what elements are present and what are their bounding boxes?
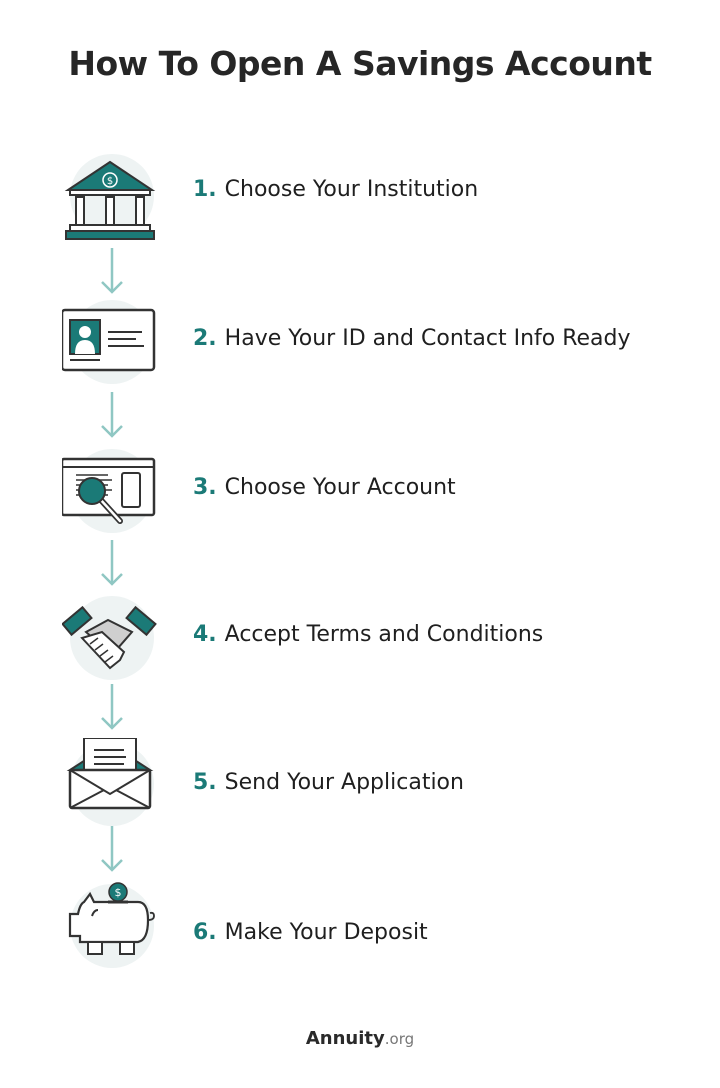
step-label: 2. Have Your ID and Contact Info Ready: [193, 326, 631, 351]
piggy-bank-icon: $: [62, 880, 158, 976]
step-number: 1.: [193, 177, 217, 202]
step-number: 4.: [193, 622, 217, 647]
magnifier-document-icon: [62, 445, 158, 541]
svg-text:$: $: [115, 886, 122, 899]
id-card-icon: [62, 296, 158, 392]
step-label: 3. Choose Your Account: [193, 475, 456, 500]
step-2: 2. Have Your ID and Contact Info Ready: [0, 296, 720, 396]
svg-text:$: $: [107, 176, 113, 187]
step-text: Have Your ID and Contact Info Ready: [224, 326, 631, 351]
arrow-down-icon: [101, 684, 123, 730]
handshake-icon: [62, 592, 158, 688]
step-text: Accept Terms and Conditions: [224, 622, 544, 647]
step-text: Choose Your Institution: [224, 177, 479, 202]
brand-tld: .org: [384, 1030, 415, 1048]
step-text: Make Your Deposit: [224, 920, 428, 945]
step-6: $ 6. Make Your Deposit: [0, 880, 720, 980]
step-label: 5. Send Your Application: [193, 770, 464, 795]
step-5: 5. Send Your Application: [0, 738, 720, 838]
bank-icon: $: [62, 150, 158, 246]
arrow-down-icon: [101, 248, 123, 294]
brand-logo: Annuity.org: [0, 1028, 720, 1049]
step-label: 6. Make Your Deposit: [193, 920, 428, 945]
step-number: 5.: [193, 770, 217, 795]
arrow-down-icon: [101, 826, 123, 872]
page-title: How To Open A Savings Account: [68, 44, 652, 83]
step-3: 3. Choose Your Account: [0, 445, 720, 545]
step-number: 3.: [193, 475, 217, 500]
step-label: 1. Choose Your Institution: [193, 177, 478, 202]
step-1: $ 1. Choose Your Institution: [0, 150, 720, 250]
envelope-letter-icon: [62, 738, 158, 834]
step-text: Send Your Application: [224, 770, 464, 795]
step-number: 2.: [193, 326, 217, 351]
step-text: Choose Your Account: [224, 475, 456, 500]
arrow-down-icon: [101, 392, 123, 438]
step-4: 4. Accept Terms and Conditions: [0, 592, 720, 692]
step-number: 6.: [193, 920, 217, 945]
arrow-down-icon: [101, 540, 123, 586]
brand-name: Annuity: [305, 1028, 385, 1049]
step-label: 4. Accept Terms and Conditions: [193, 622, 543, 647]
